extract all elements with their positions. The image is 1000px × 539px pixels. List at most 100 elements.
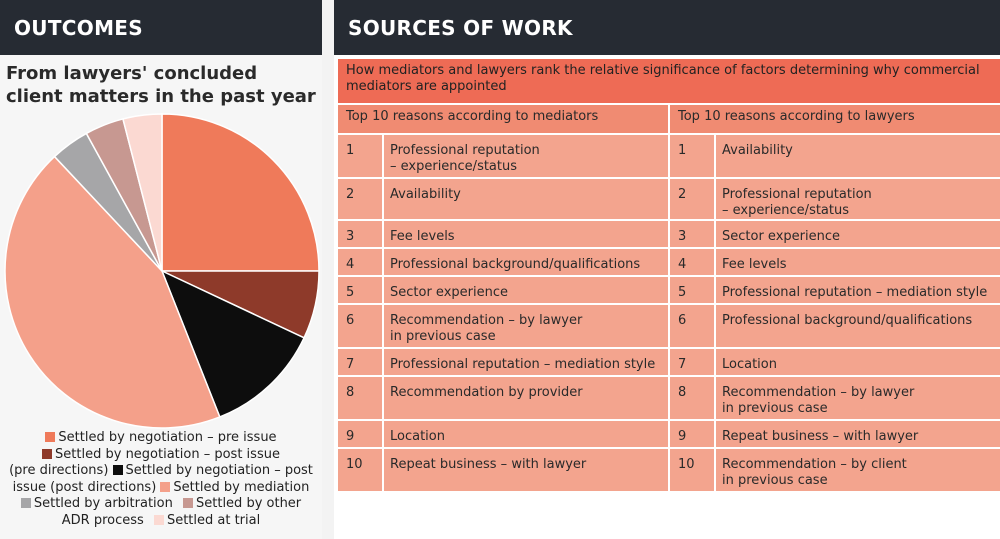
mediator-rank: 3 xyxy=(336,219,384,249)
mediator-reason: Sector experience xyxy=(382,275,670,305)
lawyer-reason-line: Location xyxy=(722,357,777,372)
mediator-reason-text: Sector experience xyxy=(390,277,662,301)
mediator-rank: 7 xyxy=(336,347,384,377)
legend-line-3: (pre directions) Settled by negotiation … xyxy=(0,463,322,480)
legend-line-2: Settled by negotiation – post issue xyxy=(0,447,322,464)
legend-swatch-negotiation-post-issue-pre-directions xyxy=(42,448,53,459)
lawyer-reason-line: – experience/status xyxy=(722,203,850,218)
table-row: 5 Sector experience 5 Professional reputati… xyxy=(336,275,1000,305)
mediator-rank-text: 10 xyxy=(346,449,376,473)
lawyer-rank-line: 9 xyxy=(678,429,687,444)
lawyer-reason: Location xyxy=(713,347,1000,377)
lawyer-reason-line: Fee levels xyxy=(722,257,787,272)
mediator-reason: Professional reputation– experience/stat… xyxy=(382,133,670,179)
legend-line-6: ADR process Settled at trial xyxy=(0,513,322,530)
mediator-reason-line: – experience/status xyxy=(390,159,518,174)
lawyer-rank: 7 xyxy=(668,347,716,377)
col-header-mediators: Top 10 reasons according to mediators xyxy=(336,103,670,135)
lawyer-rank-text: 5 xyxy=(678,277,708,301)
legend-label-negotiation-post-issue-post-directions: Settled by negotiation – post xyxy=(125,463,313,478)
legend-label-trial: Settled at trial xyxy=(166,512,261,528)
lawyer-reason-line: Professional reputation xyxy=(722,187,872,202)
mediator-rank-text: 6 xyxy=(346,305,376,329)
lawyer-rank-text: 2 xyxy=(678,179,708,203)
lawyer-rank-text: 7 xyxy=(678,349,708,373)
lawyer-rank-text: 6 xyxy=(678,305,708,329)
mediator-rank-line: 3 xyxy=(346,229,355,244)
lawyer-rank-text: 3 xyxy=(678,221,708,245)
legend-swatch-mediation xyxy=(160,481,171,492)
mediator-reason: Recommendation by provider xyxy=(382,375,670,421)
legend-label-pre-directions-cont: (pre directions) xyxy=(9,463,109,478)
lawyer-reason-text: Repeat business – with lawyer xyxy=(722,421,994,445)
mediator-reason-text: Fee levels xyxy=(390,221,662,245)
mediator-rank: 10 xyxy=(336,447,384,493)
mediator-reason-line: in previous case xyxy=(390,329,496,344)
legend-label-post-directions-cont: issue (post directions) xyxy=(12,479,157,495)
mediator-rank-text: 5 xyxy=(346,277,376,301)
lawyer-rank: 8 xyxy=(668,375,716,421)
mediator-reason-line: Sector experience xyxy=(390,285,508,300)
sources-of-work-header-label: SOURCES OF WORK xyxy=(348,15,573,40)
mediator-reason-line: Recommendation – by lawyer xyxy=(390,313,583,328)
mediator-rank-text: 9 xyxy=(346,421,376,445)
lawyer-reason: Professional reputation– experience/stat… xyxy=(713,177,1000,221)
mediator-reason: Fee levels xyxy=(382,219,670,249)
legend-swatch-trial xyxy=(153,514,164,525)
lawyer-reason-line: Repeat business – with lawyer xyxy=(722,429,919,444)
lawyer-reason-line: Availability xyxy=(722,143,793,158)
lawyer-reason-text: Professional background/qualifications xyxy=(722,305,994,329)
mediator-reason-text: Professional reputation – mediation styl… xyxy=(390,349,662,373)
lawyer-rank-text: 4 xyxy=(678,249,708,273)
mediator-rank-text: 4 xyxy=(346,249,376,273)
col-header-lawyers: Top 10 reasons according to lawyers xyxy=(667,103,1000,135)
mediator-rank-text: 2 xyxy=(346,179,376,203)
lawyer-reason-line: Professional background/qualifications xyxy=(722,313,973,328)
reasons-table: How mediators and lawyers rank the relat… xyxy=(335,57,1000,493)
lawyer-rank: 5 xyxy=(668,275,716,305)
table-intro: How mediators and lawyers rank the relat… xyxy=(335,57,1000,105)
lawyer-rank: 1 xyxy=(668,133,716,179)
legend-swatch-other-adr xyxy=(183,498,193,508)
mediator-reason: Location xyxy=(382,419,670,449)
legend-label-mediation: Settled by mediation xyxy=(173,479,310,495)
legend-line-5: Settled by arbitration Settled by other xyxy=(0,496,322,513)
legend-swatch-negotiation-pre-issue xyxy=(45,432,56,442)
lawyer-reason-text: Sector experience xyxy=(722,221,994,245)
mediator-rank: 2 xyxy=(336,177,384,221)
mediator-rank: 9 xyxy=(336,419,384,449)
mediator-rank-text: 1 xyxy=(346,135,376,159)
lawyer-rank: 2 xyxy=(668,177,716,221)
lawyer-rank-text: 9 xyxy=(678,421,708,445)
lawyer-rank-line: 5 xyxy=(678,285,687,300)
mediator-rank-line: 7 xyxy=(346,357,355,372)
mediator-rank: 6 xyxy=(336,303,384,349)
lawyer-rank-line: 6 xyxy=(678,313,687,328)
pie-slice-3 xyxy=(160,269,306,418)
pie-slice-1 xyxy=(161,113,320,272)
lawyer-reason-line: Professional reputation – mediation styl… xyxy=(722,285,988,300)
mediator-rank-line: 2 xyxy=(346,187,355,202)
mediator-rank-line: 10 xyxy=(346,457,363,472)
table-row: 3 Fee levels 3 Sector experience xyxy=(336,219,1000,249)
mediator-reason: Professional background/qualifications xyxy=(382,247,670,277)
lawyer-rank: 9 xyxy=(668,419,716,449)
mediator-rank-line: 5 xyxy=(346,285,355,300)
mediator-reason-text: Repeat business – with lawyer xyxy=(390,449,662,473)
table-column-headers: Top 10 reasons according to mediators To… xyxy=(336,103,1000,135)
lawyer-rank: 4 xyxy=(668,247,716,277)
lawyer-reason: Fee levels xyxy=(713,247,1000,277)
lawyer-rank-line: 7 xyxy=(678,357,687,372)
mediator-rank: 5 xyxy=(336,275,384,305)
outcomes-header-label: OUTCOMES xyxy=(14,15,143,40)
lawyer-rank-line: 3 xyxy=(678,229,687,244)
